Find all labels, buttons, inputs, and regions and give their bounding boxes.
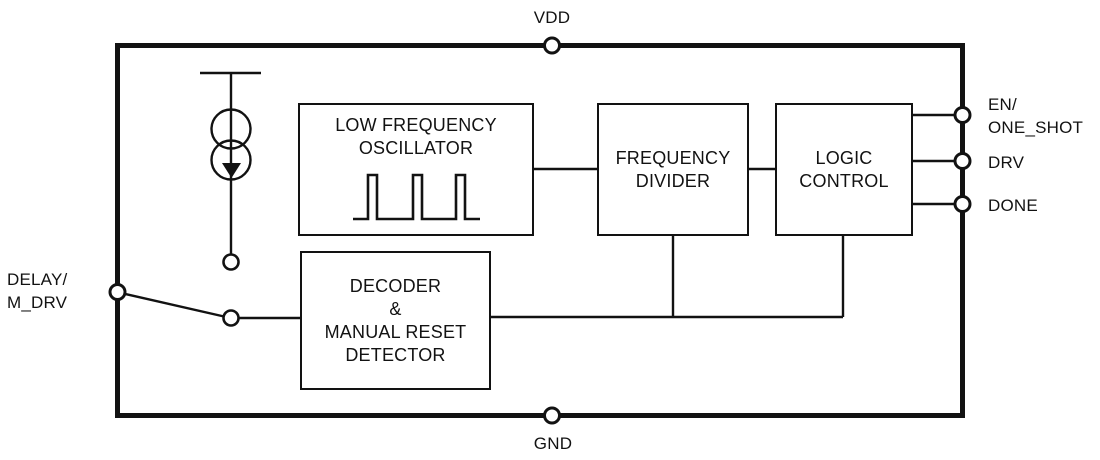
pin-label-line: ONE_SHOT bbox=[988, 118, 1084, 137]
pin-label-line: EN/ bbox=[988, 95, 1017, 114]
pin-label-gnd: GND bbox=[533, 434, 573, 453]
block-label-line: LOGIC bbox=[815, 147, 873, 168]
block-logic-control: LOGIC CONTROL bbox=[775, 103, 913, 236]
block-label-line: CONTROL bbox=[799, 170, 889, 191]
block-label-line: OSCILLATOR bbox=[358, 138, 474, 158]
chip-boundary bbox=[115, 43, 965, 418]
block-label-line: DECODER bbox=[349, 275, 442, 296]
pin-label-delay-mdrv: DELAY/ M_DRV bbox=[7, 268, 67, 314]
block-label-line: MANUAL RESET bbox=[324, 321, 467, 342]
block-decoder-manual-reset-detector: DECODER & MANUAL RESET DETECTOR bbox=[300, 251, 491, 390]
block-label-line: & bbox=[389, 298, 402, 319]
block-low-frequency-oscillator: LOW FREQUENCY OSCILLATOR bbox=[298, 103, 534, 236]
block-label-line: DETECTOR bbox=[345, 344, 446, 365]
pin-label-line: M_DRV bbox=[7, 293, 68, 312]
pin-label-line: DELAY/ bbox=[7, 270, 68, 289]
block-label-line: DIVIDER bbox=[635, 170, 711, 191]
block-label-line: LOW FREQUENCY bbox=[335, 115, 497, 135]
pin-label-en-oneshot: EN/ ONE_SHOT bbox=[988, 93, 1083, 139]
block-label-line: FREQUENCY bbox=[615, 147, 731, 168]
pin-label-drv: DRV bbox=[988, 153, 1025, 172]
block-frequency-divider: FREQUENCY DIVIDER bbox=[597, 103, 749, 236]
pin-label-done: DONE bbox=[988, 196, 1038, 215]
pin-label-vdd: VDD bbox=[533, 8, 571, 27]
